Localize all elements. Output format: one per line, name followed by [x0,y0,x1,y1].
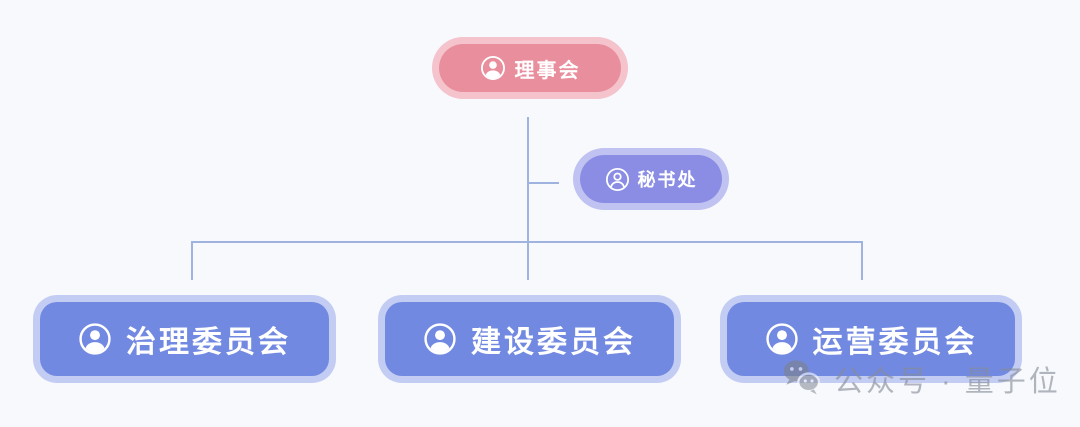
user-icon [765,322,799,356]
connector-left-drop [191,241,193,280]
node-board-body: 理事会 [439,44,621,92]
node-committee-label: 建设委员会 [471,326,636,359]
node-secretariat: 秘书处 [573,148,729,210]
node-committee-governance: 治理委员会 [33,295,336,383]
node-board: 理事会 [432,37,628,99]
user-icon [78,322,112,356]
node-committee-operations: 运营委员会 [720,295,1022,383]
node-secretariat-body: 秘书处 [580,155,722,203]
user-outline-icon [605,167,630,192]
node-committee-label: 运营委员会 [812,326,978,359]
node-secretariat-ring: 秘书处 [573,148,729,210]
node-committee-body: 运营委员会 [727,302,1015,376]
user-icon [423,322,457,356]
node-secretariat-label: 秘书处 [637,170,698,190]
node-committee-construction: 建设委员会 [378,295,681,383]
node-committee-label: 治理委员会 [126,326,291,359]
connector-right-drop [861,241,863,280]
node-committee-body: 建设委员会 [385,302,674,376]
connector-horizontal [191,241,863,243]
node-board-label: 理事会 [514,59,581,82]
connector-secretariat-stub [529,182,559,184]
node-committee-ring: 建设委员会 [378,295,681,383]
node-committee-body: 治理委员会 [40,302,329,376]
connector-board-vertical [527,117,529,280]
node-committee-ring: 运营委员会 [720,295,1022,383]
node-committee-ring: 治理委员会 [33,295,336,383]
user-icon [480,55,506,81]
node-board-ring: 理事会 [432,37,628,99]
